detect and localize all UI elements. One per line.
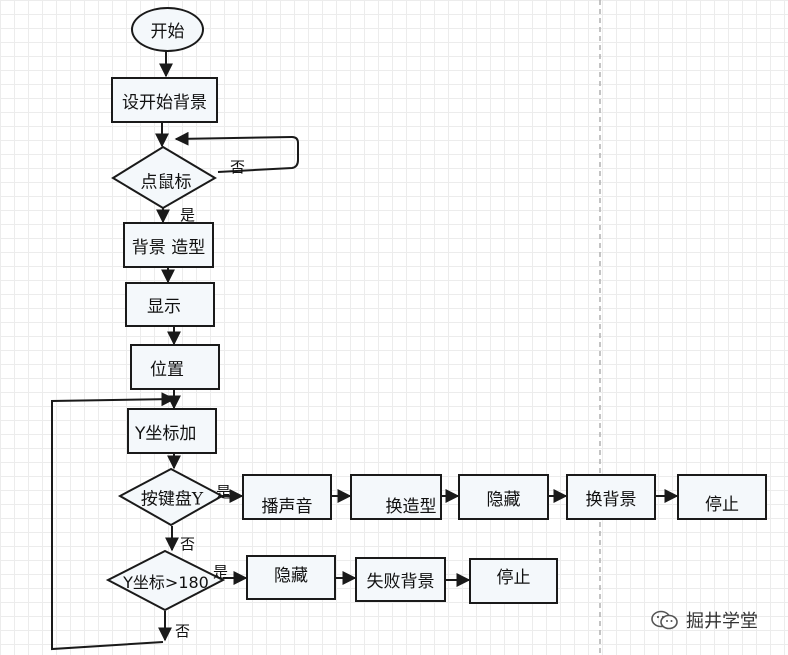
click-mouse-label: 点鼠标 [140, 172, 192, 193]
branch-yes-y-gt-180: 是 [213, 563, 229, 581]
change-costume-label: 换造型 [385, 496, 437, 517]
hide-node-2: 隐藏 [246, 555, 336, 600]
start-node: 开始 [131, 7, 204, 52]
set-start-bg-label: 设开始背景 [122, 92, 207, 113]
y-add-label: Y坐标加 [135, 423, 197, 444]
change-bg-label: 换背景 [585, 489, 637, 510]
y-gt-180-label: Y坐标>180 [123, 573, 209, 592]
branch-no-y-gt-180: 否 [175, 622, 191, 640]
fail-bg-label: 失败背景 [366, 572, 435, 592]
change-costume-node: 换造型 [350, 474, 442, 520]
stop-node-2: 停止 [469, 558, 558, 604]
play-sound-label: 播声音 [261, 496, 313, 517]
play-sound-node: 播声音 [242, 474, 332, 520]
y-add-node: Y坐标加 [127, 408, 217, 454]
stop-label-2: 停止 [496, 567, 531, 588]
hide-node-1: 隐藏 [458, 474, 549, 520]
press-y-label: 按键盘Y [140, 489, 204, 510]
watermark: 掘井学堂 [650, 607, 758, 633]
hide-label-1: 隐藏 [486, 489, 521, 510]
change-bg-node: 换背景 [566, 474, 656, 520]
bg-costume-label: 背景 造型 [131, 237, 206, 258]
fail-bg-node: 失败背景 [355, 557, 446, 602]
loop-click-no [174, 131, 299, 173]
bg-costume-node: 背景 造型 [123, 222, 214, 268]
branch-no-click: 否 [230, 158, 246, 176]
show-label: 显示 [147, 297, 181, 317]
branch-no-press-y: 否 [180, 535, 196, 553]
loop-back-to-yadd [51, 392, 176, 651]
stop-node-1: 停止 [677, 474, 767, 520]
decision-y-gt-180 [105, 549, 226, 612]
watermark-text: 掘井学堂 [686, 611, 758, 632]
position-node: 位置 [130, 344, 220, 390]
branch-yes-press-y: 是 [216, 483, 232, 501]
decision-press-y [117, 467, 225, 527]
set-start-bg-node: 设开始背景 [111, 77, 218, 123]
branch-yes-click: 是 [180, 206, 196, 224]
wechat-icon [651, 610, 678, 630]
decision-click-mouse [111, 145, 217, 210]
hide-label-2: 隐藏 [274, 566, 308, 586]
position-label: 位置 [150, 359, 184, 380]
stop-label-1: 停止 [705, 494, 739, 515]
start-label: 开始 [150, 22, 185, 42]
show-node: 显示 [125, 282, 215, 327]
